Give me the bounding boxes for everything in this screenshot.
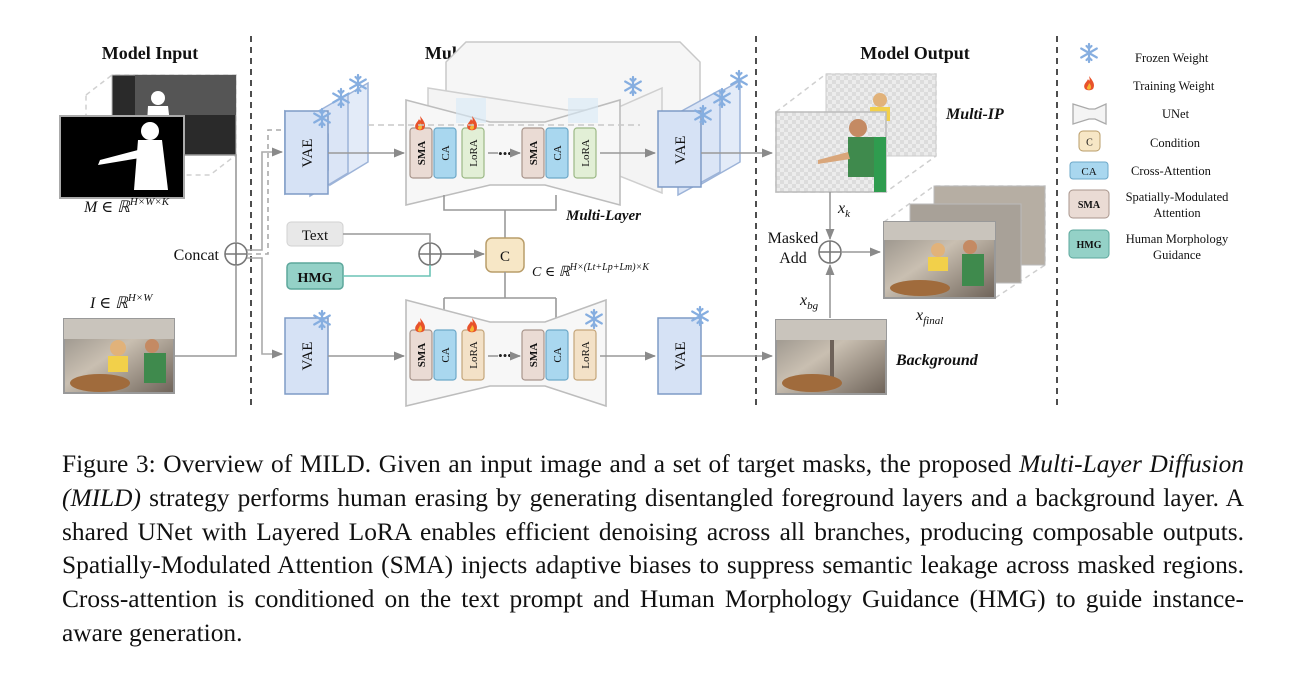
svg-text:VAE: VAE	[300, 342, 316, 371]
bottom-ca-block-1: CA	[433, 329, 457, 381]
top-lora-block-2: LoRA	[573, 127, 597, 179]
legend-unet-icon	[1072, 102, 1107, 126]
top-flow-arrows	[328, 124, 657, 238]
text-to-merge	[343, 233, 431, 243]
svg-text:CA: CA	[552, 145, 564, 160]
condition-to-bottom	[443, 272, 557, 318]
svg-text:VAE: VAE	[673, 342, 689, 371]
xk-label: xk	[837, 200, 851, 220]
svg-text:SMA: SMA	[416, 343, 428, 368]
legend-condition-label: Condition	[1150, 136, 1201, 150]
legend-unet-label: UNet	[1162, 107, 1190, 121]
bottom-flow-arrows	[328, 148, 774, 361]
top-ca-block-2: CA	[545, 127, 569, 179]
legend-frozen-label: Frozen Weight	[1135, 51, 1209, 65]
masked-add-label-2: Add	[779, 250, 807, 267]
multi-ip-stack	[775, 73, 937, 193]
caption-part-2: Multi-Layer Diffusion (MILD)	[62, 450, 1244, 512]
svg-text:LoRA: LoRA	[580, 341, 592, 369]
top-ca-block-1: CA	[433, 127, 457, 179]
xbg-label: xbg	[799, 292, 819, 312]
legend-snowflake-icon	[1080, 42, 1098, 64]
xfinal-label: xfinal	[915, 307, 943, 327]
legend-ca-label: Cross-Attention	[1131, 164, 1212, 178]
svg-text:SMA: SMA	[528, 141, 540, 166]
bottom-lora-block-2: LoRA	[573, 329, 597, 381]
svg-text:SMA: SMA	[528, 343, 540, 368]
figure-caption: Figure 3: Overview of MILD. Given an inp…	[62, 448, 1244, 651]
svg-text:LoRA: LoRA	[468, 139, 480, 167]
legend-fire-icon	[1084, 76, 1094, 91]
bottom-sma-block-1: SMA	[409, 329, 433, 381]
section-title-output: Model Output	[860, 43, 970, 63]
final-stack	[883, 185, 1046, 299]
multi-ip-label: Multi-IP	[945, 106, 1004, 123]
bottom-lora-block-1: LoRA	[461, 329, 485, 381]
top-out-vae-stack	[657, 79, 741, 197]
background-image	[775, 319, 887, 395]
legend-training-label: Training Weight	[1133, 79, 1215, 93]
section-title-input: Model Input	[102, 43, 199, 63]
image-to-concat	[174, 265, 237, 357]
text-block: Text	[286, 221, 344, 247]
top-out-vae-label: VAE	[673, 136, 689, 165]
legend-hmg-label-1: Human Morphology	[1126, 232, 1229, 246]
top-sma-block-1: SMA	[409, 127, 433, 179]
bottom-sma-block-2: SMA	[521, 329, 545, 381]
svg-text:Text: Text	[302, 228, 329, 244]
mask-to-concat	[184, 154, 237, 243]
concat-to-vae-arrows	[247, 129, 300, 359]
top-sma-block-2: SMA	[521, 127, 545, 179]
legend-sma-label-2: Attention	[1153, 206, 1201, 220]
caption-part-1: Figure 3: Overview of MILD. Given an inp…	[62, 450, 1020, 478]
background-label: Background	[895, 352, 979, 369]
hmg-block: HMG	[286, 262, 344, 290]
legend-sma-icon	[1068, 189, 1110, 219]
top-vae-stack	[284, 81, 369, 198]
svg-text:C: C	[500, 249, 510, 265]
mask-stack	[59, 74, 237, 199]
svg-text:C: C	[1086, 138, 1093, 149]
legend: Frozen Weight Training Weight UNet C Con…	[1068, 42, 1230, 262]
bottom-vae-out: VAE	[657, 317, 702, 395]
svg-text:CA: CA	[440, 145, 452, 160]
condition-block: C	[485, 237, 525, 273]
mask-label: M ∈ ℝH×W×K	[83, 196, 170, 216]
condition-label: C ∈ ℝH×(Lt+Lp+Lm)×K	[532, 262, 650, 280]
legend-hmg-icon	[1068, 229, 1110, 259]
masked-add-label-1: Masked	[768, 230, 819, 247]
svg-text:LoRA: LoRA	[468, 341, 480, 369]
legend-ca-icon	[1069, 161, 1109, 180]
hmg-to-merge	[343, 265, 431, 277]
svg-text:SMA: SMA	[416, 141, 428, 166]
legend-hmg-label-2: Guidance	[1153, 248, 1201, 262]
multi-layer-label: Multi-Layer	[565, 208, 641, 224]
bottom-ca-block-2: CA	[545, 329, 569, 381]
legend-condition-icon	[1078, 130, 1101, 152]
concat-label: Concat	[174, 247, 220, 264]
legend-sma-label-1: Spatially-Modulated	[1126, 190, 1230, 204]
top-lora-block-1: LoRA	[461, 127, 485, 179]
svg-text:HMG: HMG	[1077, 240, 1102, 251]
input-image	[63, 318, 175, 394]
svg-text:HMG: HMG	[298, 271, 333, 286]
mild-overview-figure: Model Input Multi-Layer Diffusion Model …	[59, 36, 1230, 408]
svg-text:SMA: SMA	[1078, 200, 1101, 211]
top-vae-label: VAE	[300, 139, 316, 168]
top-unet-stack	[405, 41, 701, 207]
bottom-vae-in: VAE	[284, 317, 329, 395]
caption-part-3: strategy performs human erasing by gener…	[62, 483, 1244, 647]
svg-text:CA: CA	[552, 347, 564, 362]
top-dots: •••	[498, 146, 512, 161]
svg-text:LoRA: LoRA	[580, 139, 592, 167]
bottom-dots: •••	[498, 348, 512, 363]
svg-text:CA: CA	[1081, 166, 1096, 178]
svg-text:CA: CA	[440, 347, 452, 362]
image-label: I ∈ ℝH×W	[89, 292, 153, 312]
